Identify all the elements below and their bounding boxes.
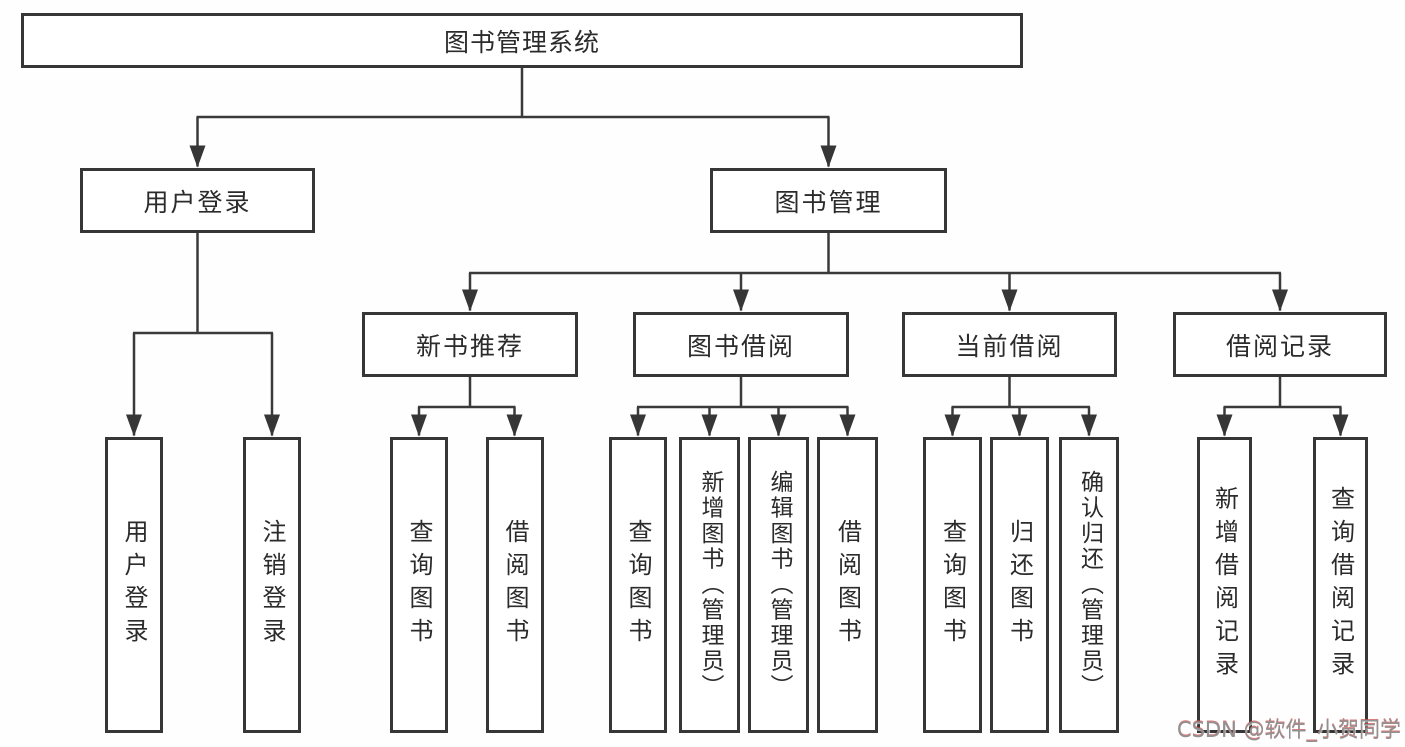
category-borrow-record-label: 借阅记录 (1225, 331, 1334, 361)
leaf-borrow-book-2-label: 借阅图书 (833, 519, 862, 651)
leaf-return-book-node: 归还图书 (990, 437, 1049, 733)
leaf-logout-node: 注销登录 (243, 437, 301, 733)
leaf-add-borrow-record-node: 新增借阅记录 (1197, 437, 1252, 733)
csdn-watermark: CSDN @软件_小贺同学 (1176, 718, 1401, 742)
category-current-borrow-node: 当前借阅 (902, 312, 1117, 377)
tree-edges (126, 68, 1349, 437)
leaf-add-book-admin-label: 新增图书（管理员） (697, 470, 723, 700)
leaf-add-borrow-record-label: 新增借阅记录 (1210, 486, 1239, 684)
branch-user-login-label: 用户登录 (143, 187, 252, 217)
category-new-book-node: 新书推荐 (362, 312, 578, 377)
leaf-query-book-2-node: 查询图书 (609, 437, 667, 733)
leaf-return-book-label: 归还图书 (1005, 519, 1034, 651)
leaf-query-book-1-node: 查询图书 (390, 437, 448, 733)
category-borrow-record-node: 借阅记录 (1173, 312, 1387, 377)
leaf-edit-book-admin-node: 编辑图书（管理员） (748, 437, 809, 733)
root-node: 图书管理系统 (21, 13, 1023, 68)
leaf-query-book-3-label: 查询图书 (938, 519, 967, 651)
leaf-edit-book-admin-label: 编辑图书（管理员） (766, 470, 792, 700)
leaf-query-book-2-label: 查询图书 (624, 519, 652, 651)
branch-user-login-node: 用户登录 (80, 168, 315, 233)
leaf-query-borrow-record-node: 查询借阅记录 (1313, 437, 1368, 733)
leaf-borrow-book-2-node: 借阅图书 (817, 437, 878, 733)
leaf-query-borrow-record-label: 查询借阅记录 (1326, 486, 1355, 684)
category-current-borrow-label: 当前借阅 (955, 331, 1064, 361)
root-node-label: 图书管理系统 (443, 27, 600, 57)
leaf-add-book-admin-node: 新增图书（管理员） (679, 437, 740, 733)
leaf-query-book-1-label: 查询图书 (405, 519, 433, 651)
leaf-logout-label: 注销登录 (258, 519, 286, 651)
category-new-book-label: 新书推荐 (415, 331, 524, 361)
leaf-confirm-return-admin-label: 确认归还（管理员） (1076, 470, 1103, 700)
leaf-user-login-node: 用户登录 (105, 437, 163, 733)
category-book-borrow-node: 图书借阅 (633, 312, 849, 377)
leaf-borrow-book-1-node: 借阅图书 (486, 437, 544, 733)
leaf-query-book-3-node: 查询图书 (923, 437, 982, 733)
leaf-user-login-label: 用户登录 (120, 519, 148, 651)
branch-book-management-node: 图书管理 (710, 168, 947, 233)
category-book-borrow-label: 图书借阅 (686, 331, 795, 361)
branch-book-management-label: 图书管理 (774, 187, 883, 217)
leaf-confirm-return-admin-node: 确认归还（管理员） (1059, 437, 1119, 733)
leaf-borrow-book-1-label: 借阅图书 (501, 519, 529, 651)
